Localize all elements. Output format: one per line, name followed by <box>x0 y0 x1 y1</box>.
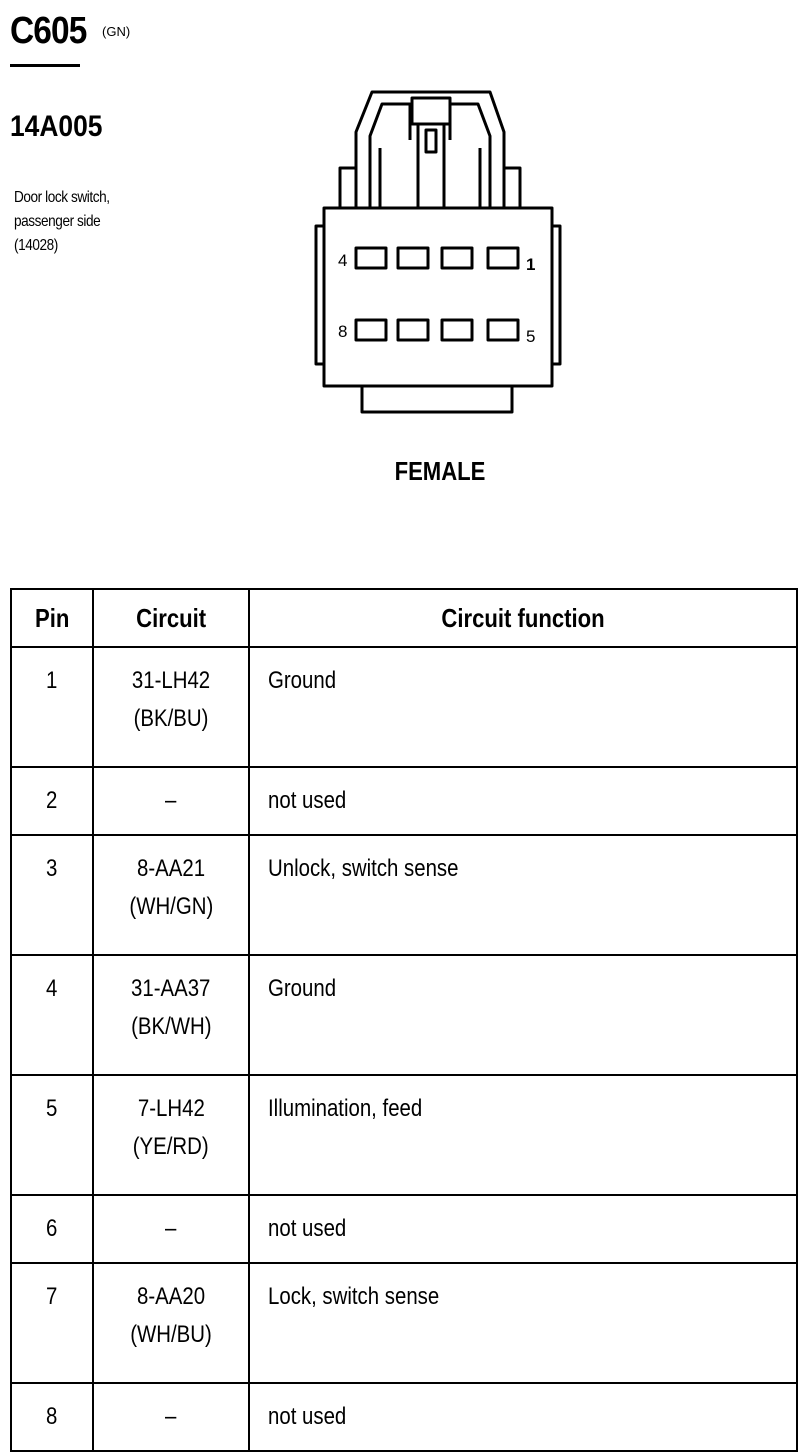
pin-cell: 2 <box>10 766 94 836</box>
connector-id: C605 <box>10 10 87 52</box>
circuit-cell: – <box>92 1382 250 1452</box>
function-cell: Unlock, switch sense <box>248 834 798 956</box>
function-cell: Ground <box>248 954 798 1076</box>
header-circuit-function: Circuit function <box>248 588 798 648</box>
description-line: passenger side <box>14 213 101 230</box>
function-cell: Illumination, feed <box>248 1074 798 1196</box>
header-pin: Pin <box>10 588 94 648</box>
function-cell: Ground <box>248 646 798 768</box>
pin-cell: 8 <box>10 1382 94 1452</box>
table-row: 4 31-AA37(BK/WH) Ground <box>10 954 798 1076</box>
pin-label-4: 4 <box>338 251 347 270</box>
function-cell: not used <box>248 1194 798 1264</box>
pin-cell: 6 <box>10 1194 94 1264</box>
pin-cell: 5 <box>10 1074 94 1196</box>
pin-label-1: 1 <box>526 255 535 274</box>
pinout-table: Pin Circuit Circuit function 1 31-LH42(B… <box>10 588 798 1452</box>
pin-cell: 7 <box>10 1262 94 1384</box>
circuit-cell: 7-LH42(YE/RD) <box>92 1074 250 1196</box>
description-line: (14028) <box>14 237 58 254</box>
function-cell: not used <box>248 766 798 836</box>
connector-gender: FEMALE <box>394 456 486 486</box>
description-line: Door lock switch, <box>14 189 110 206</box>
pin-label-5: 5 <box>526 327 535 346</box>
table-row: 1 31-LH42(BK/BU) Ground <box>10 646 798 768</box>
connector-face-diagram: 4 1 8 5 <box>314 90 562 414</box>
pin-cell: 3 <box>10 834 94 956</box>
table-row: 2 – not used <box>10 766 798 836</box>
pin-cell: 4 <box>10 954 94 1076</box>
connector-id-underline <box>10 64 80 67</box>
table-row: 8 – not used <box>10 1382 798 1452</box>
table-row: 7 8-AA20(WH/BU) Lock, switch sense <box>10 1262 798 1384</box>
table-header-row: Pin Circuit Circuit function <box>10 588 798 648</box>
circuit-cell: – <box>92 766 250 836</box>
circuit-cell: 31-LH42(BK/BU) <box>92 646 250 768</box>
circuit-cell: 8-AA21(WH/GN) <box>92 834 250 956</box>
table-row: 5 7-LH42(YE/RD) Illumination, feed <box>10 1074 798 1196</box>
pin-label-8: 8 <box>338 322 347 341</box>
circuit-cell: – <box>92 1194 250 1264</box>
circuit-cell: 31-AA37(BK/WH) <box>92 954 250 1076</box>
circuit-cell: 8-AA20(WH/BU) <box>92 1262 250 1384</box>
component-description: Door lock switch, passenger side (14028) <box>14 186 110 258</box>
pin-cell: 1 <box>10 646 94 768</box>
connector-color: (GN) <box>102 24 131 39</box>
function-cell: not used <box>248 1382 798 1452</box>
table-row: 6 – not used <box>10 1194 798 1264</box>
function-cell: Lock, switch sense <box>248 1262 798 1384</box>
part-number: 14A005 <box>10 110 103 143</box>
table-row: 3 8-AA21(WH/GN) Unlock, switch sense <box>10 834 798 956</box>
header-circuit: Circuit <box>92 588 250 648</box>
